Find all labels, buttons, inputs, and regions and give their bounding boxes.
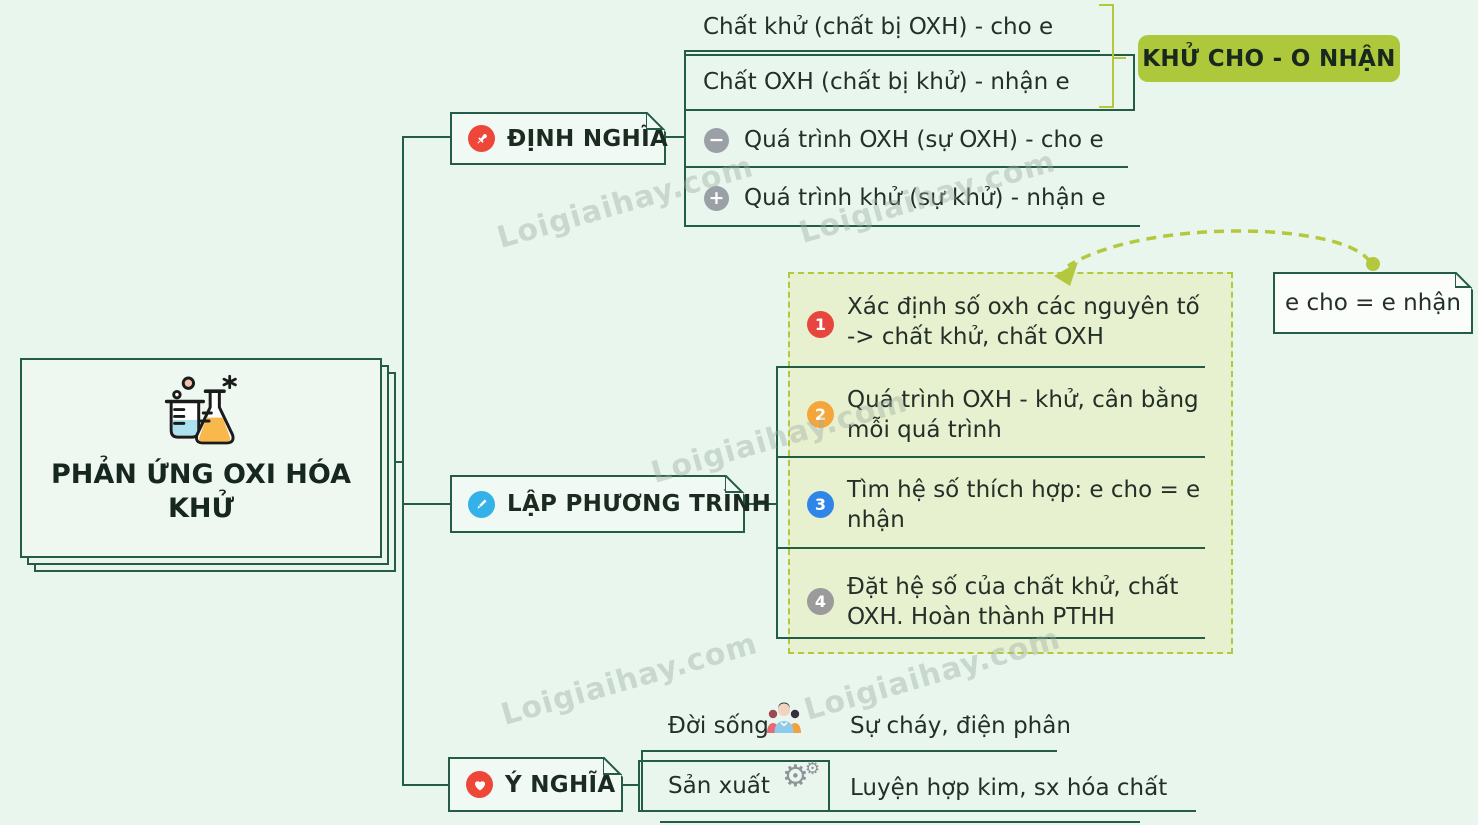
y-nghia-row-label: Đời sống	[668, 713, 769, 739]
y-nghia-row-label: Sản xuất	[668, 773, 770, 799]
note-text: e cho = e nhận	[1285, 290, 1461, 316]
topic-y-nghia-label: Ý NGHĨA	[505, 771, 616, 798]
dinh-nghia-item: Quá trình OXH (sự OXH) - cho e	[744, 127, 1104, 153]
step-text: Quá trình OXH - khử, cân bằng mỗi quá tr…	[847, 387, 1199, 443]
flask-icon	[22, 374, 380, 452]
underline	[776, 366, 1205, 368]
connector-branch-lap-phuong-trinh	[402, 503, 450, 505]
underline	[660, 821, 1140, 823]
underline	[776, 456, 1205, 458]
step-number-badge: 2	[807, 401, 834, 428]
underline	[684, 166, 1128, 168]
topic-dinh-nghia[interactable]: ĐỊNH NGHĨA	[450, 112, 669, 165]
underline	[641, 750, 1057, 752]
topic-y-nghia[interactable]: Ý NGHĨA	[448, 757, 623, 812]
underline	[684, 50, 1100, 52]
dinh-nghia-item: Quá trình khử (sự khử) - nhận e	[744, 185, 1106, 211]
root-topic[interactable]: PHẢN ỨNG OXI HÓA KHỬ	[20, 358, 382, 558]
dinh-nghia-item-box	[684, 54, 1135, 111]
step-text: Tìm hệ số thích hợp: e cho = e nhận	[847, 477, 1201, 533]
callout-khu-cho-o-nhan[interactable]: KHỬ CHO - O NHẬN	[1138, 35, 1400, 82]
step-text: Đặt hệ số của chất khử, chất OXH. Hoàn t…	[847, 574, 1179, 630]
connector-root-trunk	[396, 461, 404, 463]
people-icon	[764, 700, 804, 734]
bracket-tick-bottom	[1099, 106, 1112, 108]
step-text: Xác định số oxh các nguyên tố -> chất kh…	[847, 294, 1200, 350]
plus-icon	[704, 186, 729, 211]
connector-y-nghia-children	[621, 784, 638, 786]
underline	[684, 225, 1140, 227]
curved-dashed-arrow	[1054, 229, 1380, 286]
connector-dinh-nghia-children	[664, 136, 684, 138]
spine-steps	[776, 366, 778, 639]
underline	[776, 637, 1205, 639]
step-number-badge: 3	[807, 491, 834, 518]
underline	[830, 810, 1196, 812]
step-number-badge: 1	[807, 311, 834, 338]
folded-corner	[725, 475, 745, 495]
minus-icon	[704, 128, 729, 153]
bracket	[1112, 4, 1114, 108]
spine-y-nghia	[641, 750, 643, 812]
root-title: PHẢN ỨNG OXI HÓA KHỬ	[51, 459, 351, 524]
underline	[776, 547, 1205, 549]
topic-lap-phuong-trinh[interactable]: LẬP PHƯƠNG TRÌNH	[450, 475, 771, 533]
y-nghia-row-value: Sự cháy, điện phân	[850, 713, 1071, 739]
connector-branch-y-nghia	[402, 784, 448, 786]
heart-icon	[466, 771, 493, 798]
y-nghia-row-value: Luyện hợp kim, sx hóa chất	[850, 775, 1168, 801]
note-e-cho-e-nhan[interactable]: e cho = e nhận	[1273, 272, 1473, 334]
step-number-badge: 4	[807, 588, 834, 615]
connector-trunk	[402, 136, 404, 786]
gears-icon	[782, 759, 824, 794]
steps-panel	[788, 272, 1233, 654]
pencil-icon	[468, 490, 495, 518]
pin-icon	[468, 125, 495, 152]
topic-lap-phuong-trinh-label: LẬP PHƯƠNG TRÌNH	[507, 491, 772, 517]
spine-dinh-nghia	[684, 50, 686, 227]
folded-corner	[603, 757, 623, 777]
bracket-tick-top	[1099, 4, 1112, 6]
folded-corner	[1455, 272, 1473, 290]
dinh-nghia-item: Chất OXH (chất bị khử) - nhận e	[703, 69, 1070, 95]
folded-corner	[646, 112, 666, 132]
connector-branch-dinh-nghia	[402, 136, 450, 138]
y-nghia-row-box	[638, 760, 830, 812]
bracket-tick-middle	[1112, 57, 1126, 59]
connector-lap-children	[743, 503, 776, 505]
topic-dinh-nghia-label: ĐỊNH NGHĨA	[507, 125, 669, 152]
dinh-nghia-item: Chất khử (chất bị OXH) - cho e	[703, 14, 1054, 40]
